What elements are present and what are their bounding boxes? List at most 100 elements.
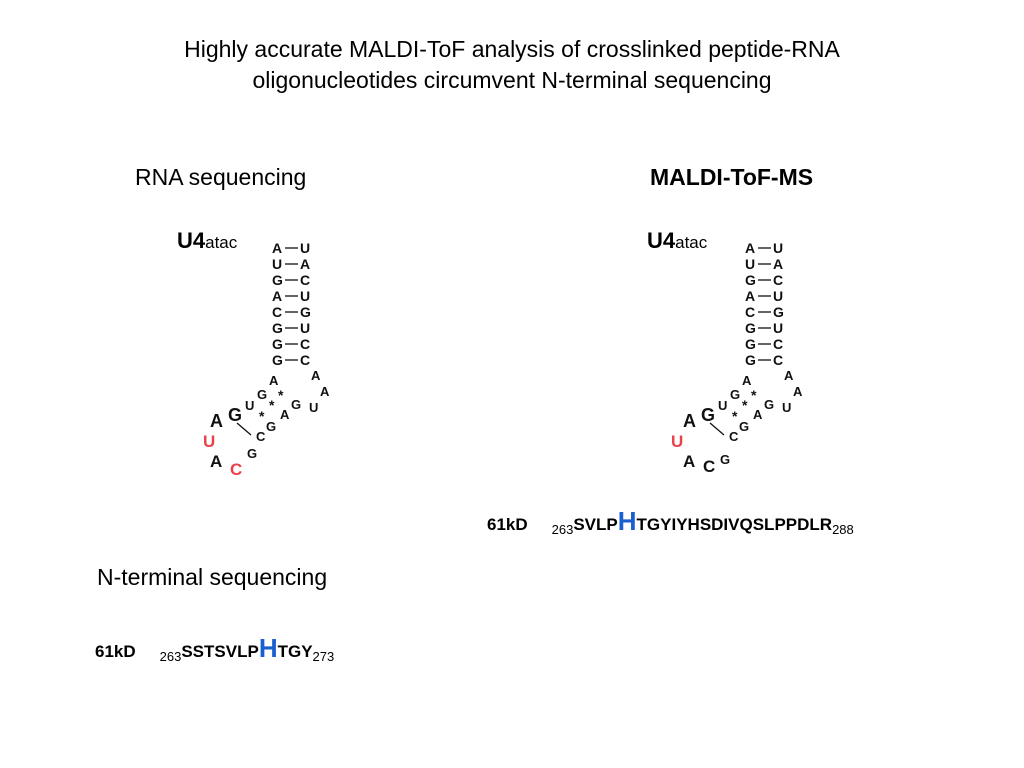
protein-size-label: 61kD <box>95 642 136 661</box>
stem-right-base: C <box>300 336 310 352</box>
sequence-after: TGYIYHSDIVQSLPPDLR <box>636 515 833 534</box>
tail-base: A <box>683 452 695 471</box>
sequence-before: SVLP <box>573 515 618 534</box>
tail: U A C G <box>671 432 730 476</box>
peptide-maldi: 61kD 263SVLPHTGYIYHSDIVQSLPPDLR288 <box>487 506 854 537</box>
loop-base: U <box>309 400 318 415</box>
stem-right-base: A <box>300 256 310 272</box>
stem-right-base: U <box>773 288 783 304</box>
tail-base: G <box>720 452 730 467</box>
u4-label-sub: atac <box>675 233 708 252</box>
rna-structure-left: A U U A G C A U C G G U G C G C A A U A … <box>203 240 330 479</box>
stem-right-base: U <box>300 320 310 336</box>
start-residue: 263 <box>159 649 182 664</box>
stem-left-base: A <box>745 288 755 304</box>
pair-star: * <box>742 397 748 413</box>
stem-right-base: C <box>773 272 783 288</box>
loop-base: A <box>793 384 803 399</box>
stem-right-base: C <box>773 352 783 368</box>
loop-base: A <box>320 384 330 399</box>
bulge-base: A <box>210 411 223 431</box>
inner-base: U <box>245 398 254 413</box>
stem-pairs: A U U A G C A U C G G U G C G C <box>745 240 784 368</box>
end-residue: 273 <box>312 649 335 664</box>
stem-right-base: U <box>300 288 310 304</box>
stem-left-base: G <box>745 336 756 352</box>
crosslinked-residue: H <box>617 506 637 536</box>
title-line-1: Highly accurate MALDI-ToF analysis of cr… <box>184 36 840 62</box>
stem-right-base: U <box>300 240 310 256</box>
inner-base: G <box>764 397 774 412</box>
tail: U A C G <box>203 432 257 479</box>
tail-base: A <box>210 452 222 471</box>
bulge-base: G <box>701 405 715 425</box>
inner-loop: A G U G A G C * * * <box>709 373 774 444</box>
stem-right-base: C <box>300 272 310 288</box>
inner-base: G <box>266 419 276 434</box>
stem-left-base: G <box>272 272 283 288</box>
stem-right-base: G <box>300 304 311 320</box>
loop-base: U <box>782 400 791 415</box>
highlighted-base-c: C <box>230 460 242 479</box>
tail-base: G <box>247 446 257 461</box>
crosslinked-residue: H <box>258 633 278 663</box>
sequence-after: TGY <box>277 642 313 661</box>
pair-star: * <box>278 387 284 403</box>
stem-right-base: U <box>773 240 783 256</box>
rna-sequencing-heading: RNA sequencing <box>135 164 307 190</box>
u4-label-sub: atac <box>205 233 238 252</box>
start-residue: 263 <box>551 522 574 537</box>
stem-pairs: A U U A G C A U C G G U G C G C <box>272 240 311 368</box>
inner-base: G <box>730 387 740 402</box>
stem-left-base: G <box>272 352 283 368</box>
loop-right: A A U <box>782 368 803 415</box>
stem-right-base: C <box>300 352 310 368</box>
inner-base: C <box>729 429 739 444</box>
inner-base: G <box>257 387 267 402</box>
pair-star: * <box>259 408 265 424</box>
stem-left-base: G <box>745 352 756 368</box>
maldi-tof-heading: MALDI-ToF-MS <box>650 164 814 190</box>
loop-base: A <box>784 368 794 383</box>
inner-base: C <box>256 429 266 444</box>
loop-base: A <box>311 368 321 383</box>
u4atac-label-right: U4atac <box>647 228 707 254</box>
highlighted-base-u: U <box>671 432 683 451</box>
stem-left-base: C <box>745 304 755 320</box>
stem-left-base: A <box>272 240 282 256</box>
stem-left-base: U <box>745 256 755 272</box>
backbone-line <box>709 422 725 436</box>
stem-left-base: G <box>745 272 756 288</box>
inner-base: A <box>269 373 279 388</box>
pair-star: * <box>269 397 275 413</box>
n-terminal-heading: N-terminal sequencing <box>97 564 328 590</box>
stem-left-base: A <box>745 240 755 256</box>
highlighted-base-u: U <box>203 432 215 451</box>
inner-base: G <box>739 419 749 434</box>
stem-right-base: A <box>773 256 783 272</box>
end-residue: 288 <box>832 522 854 537</box>
loop-right: A A U <box>309 368 330 415</box>
protein-size-label: 61kD <box>487 515 528 534</box>
bulge-base: A <box>683 411 696 431</box>
peptide-n-terminal: 61kD 263SSTSVLPHTGY273 <box>95 633 334 664</box>
sequence-before: SSTSVLP <box>181 642 259 661</box>
inner-base: U <box>718 398 727 413</box>
title-line-2: oligonucleotides circumvent N-terminal s… <box>252 67 772 93</box>
tail-base-c: C <box>703 457 715 476</box>
stem-right-base: G <box>773 304 784 320</box>
pair-star: * <box>751 387 757 403</box>
left-bulge: A G <box>210 405 242 431</box>
inner-base: G <box>291 397 301 412</box>
stem-left-base: A <box>272 288 282 304</box>
u4-label-main: U4 <box>177 228 206 253</box>
u4-label-main: U4 <box>647 228 676 253</box>
stem-left-base: G <box>745 320 756 336</box>
backbone-line <box>236 422 252 436</box>
slide-title: Highly accurate MALDI-ToF analysis of cr… <box>0 34 1024 96</box>
pair-star: * <box>732 408 738 424</box>
left-bulge: A G <box>683 405 715 431</box>
stem-left-base: G <box>272 320 283 336</box>
stem-left-base: U <box>272 256 282 272</box>
u4atac-label-left: U4atac <box>177 228 237 254</box>
